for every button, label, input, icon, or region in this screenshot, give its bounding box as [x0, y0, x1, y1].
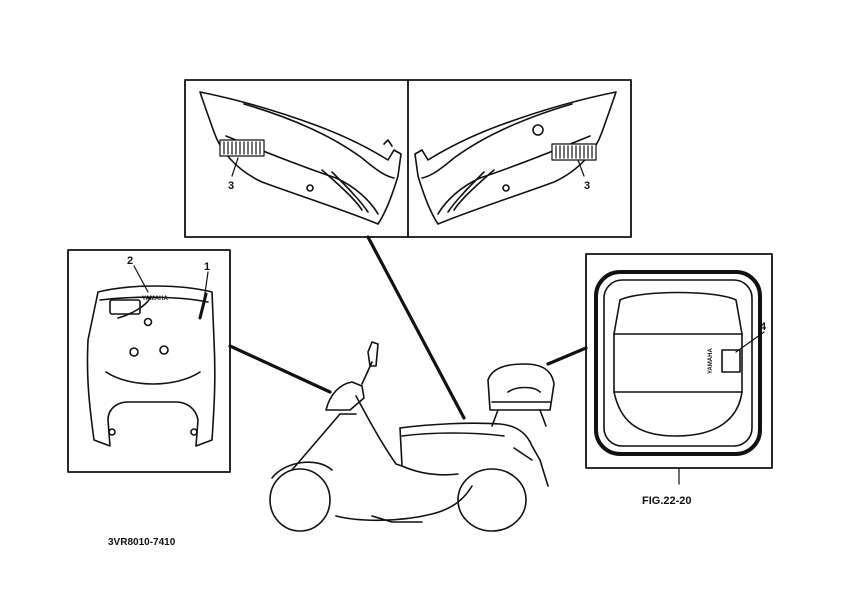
- connector-side-cover: [366, 235, 466, 420]
- leader-4: [735, 331, 765, 353]
- trunk-outer-rim: [594, 270, 762, 456]
- callout-3-right: 3: [584, 180, 590, 192]
- rear-trunk: [487, 363, 555, 411]
- leader-3-right: [577, 159, 585, 177]
- cowl-brand-text: YAMAHA: [142, 296, 168, 302]
- callout-3-left: 3: [228, 180, 234, 192]
- callout-4: 4: [760, 321, 767, 333]
- trunk-inner-rim: [603, 279, 753, 447]
- leader-3-left: [231, 157, 239, 177]
- trunk-label-box: [721, 349, 741, 373]
- cowl-recess: [109, 299, 141, 315]
- trunk-brand-text: YAMAHA: [708, 348, 714, 374]
- stripe-decal-right: [551, 143, 597, 161]
- leader-1: [203, 271, 209, 301]
- side-cover-panel: [184, 79, 632, 238]
- connector-front-cowl: [228, 344, 332, 394]
- right-side-cover: [414, 91, 617, 225]
- front-cowl-frame: [67, 249, 231, 473]
- connector-lines: [228, 235, 588, 420]
- left-side-cover: [199, 91, 402, 225]
- trunk-panel: [585, 253, 773, 485]
- figure-id: FIG.22-20: [642, 495, 692, 507]
- connector-trunk: [546, 346, 588, 366]
- front-cowl-panel: [67, 249, 231, 473]
- callout-1: 1: [204, 261, 210, 273]
- part-code: 3VR8010-7410: [108, 537, 176, 548]
- callout-2: 2: [127, 255, 133, 267]
- stripe-decal-left: [219, 139, 265, 157]
- front-wheel: [269, 468, 331, 532]
- rear-wheel: [457, 468, 527, 532]
- scooter-outline: [269, 341, 555, 532]
- leader-2: [133, 265, 149, 293]
